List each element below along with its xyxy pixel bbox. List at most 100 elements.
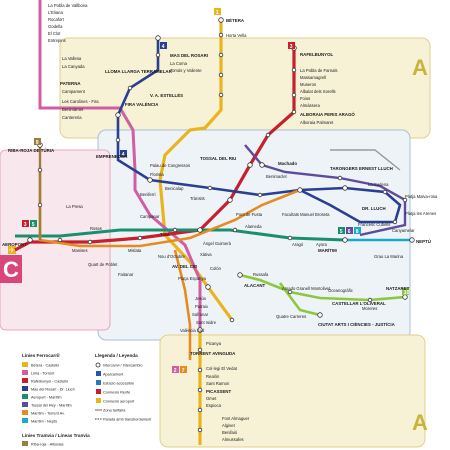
svg-text:3: 3 [24,222,27,228]
label-tl-3: Godella [48,24,63,29]
line-4-blue [116,38,402,224]
label-mid-canyamelar: Canyamelar [392,228,415,233]
zone-c-area [0,149,111,331]
label-mid-moreres: Moreres [362,306,377,311]
line-badges: 1 3 4 9 3 5 5 6 8 10 2 7 4 [22,8,410,374]
label-paterna: PATERNA [60,81,81,86]
line-6-purple [244,144,407,237]
label-mid-oceanografic: Oceanogràfic [328,288,353,293]
legend-lines-title: Línies Ferrocarril [22,353,60,358]
label-fira: FIRA VALÈNCIA [125,102,159,107]
airport-icon: ✈ [9,247,15,255]
label-mid-beniferri: Beniferri [140,192,156,197]
label-machado: Machado [278,161,297,166]
label-bottom-9: Alginet [222,423,236,428]
label-tl-9: Campament [62,89,86,94]
label-castellar: CASTELLAR L'OLIVERAL [332,301,386,306]
label-north-0: La Pobla de Farnals [300,68,337,73]
label-mid-alameda: Alameda [245,224,262,229]
zone-a-top-label: A [412,55,428,80]
legend-tram-title: Línies Tramvia / Líneas Tranvía [22,433,90,438]
label-torrent: TORRENT AVINGUDA [190,351,236,356]
legend-item-6: Parada amb transbordament [103,418,152,422]
label-alacant: ALACANT [244,283,266,288]
svg-text:7: 7 [182,368,185,374]
svg-text:4: 4 [122,152,125,158]
legend-item-4: Connexió aeroport [103,400,135,404]
svg-text:9: 9 [36,140,39,146]
label-mid-facultats: Facultats Manuel Broseta [282,212,330,217]
label-tl-5: Entrepins [48,38,66,43]
label-tl-7: La Canyada [62,64,85,69]
line-10-lime [239,273,406,302]
label-mid-nou-octubre: Nou d'Octubre [158,254,186,259]
label-colon: Colón [210,266,222,271]
label-angel: Àngel Guimerà [203,241,232,246]
label-emprendedor: EMPRENEDOR [96,154,128,159]
label-mid-platja-arenes: Platja les Arenes [405,211,436,216]
label-tarongers: TARONGERS ERNEST LLUCH [330,166,393,171]
label-mid-florista: Florista [150,172,164,177]
label-mid-platja-malva: Platja Malva-rosa [405,194,438,199]
label-mid-sant-isidre: Sant Isidre [196,320,217,325]
label-bottom-11: Almussafes [222,437,244,442]
zone-a-bottom-area [159,334,426,448]
label-bottom-10: Benifaió [222,430,238,435]
label-mid-transits: Trànsits [190,196,205,201]
legend-line-7: Marítim - Torrent Av. [31,412,65,416]
label-mid-mislata: Mislata [128,248,142,253]
label-betera: BÉTERA [226,18,245,23]
label-tl-10: Les Carolines - Fira [62,99,99,104]
label-mid-arago: Aragó [292,242,304,247]
label-ciutat-arts: CIUTAT ARTS I CIÈNCIES - JUSTÍCIA [318,322,396,327]
station-dots [27,17,415,433]
line-7-orange [38,170,301,248]
svg-text:3: 3 [290,44,293,50]
legend-item-3: Connexió Renfe [103,391,130,395]
label-mid-patraix: Patraix [195,304,209,309]
label-north-1: Massamagrell [300,75,326,80]
line-7-south [173,249,192,360]
legend-line-1: Bétera - Castelló [31,364,59,368]
legend-item-5: Zona tarifària [103,409,126,413]
legend-item-0: Intercanvi / Intercambio [103,364,142,368]
label-tl-11: Benimàmet [62,107,84,112]
label-mid-russafa: Russafa [253,272,269,277]
label-mid-grau: Grau La Marina [374,254,404,259]
svg-text:6: 6 [348,229,351,235]
label-valencia-sud: València Sud [180,328,205,333]
legend-line-4: Mas del Rosari - Dr. Lluch [31,388,75,392]
label-north-7: ALBORAIA PERIS ARAGÓ [300,112,355,117]
label-mid-quatre: Quatre Carreres [276,314,306,319]
label-maritim: MARÍTIM [318,248,337,253]
legend-title: Llegenda / Leyenda [95,353,138,358]
svg-text:2: 2 [174,368,177,374]
zone-c-label: C [3,257,19,282]
label-mid-amado: Amado Granell Montolivet [282,286,331,291]
svg-text:5: 5 [32,222,35,228]
label-north-4: Foios [300,96,310,101]
legend-line-2: Llíria - Torrent [31,372,55,376]
label-mid-manises: Manises [72,248,88,253]
label-mid-quart: Quart de Poblet [88,262,118,267]
label-bottom-0: Picanya [206,341,222,346]
label-mid-la-cadena: La Cadena [368,182,389,187]
label-tl-0: La Pobla de Vallbona [48,3,88,8]
label-bottom-5: PICASSENT [206,389,231,394]
label-mid-roses: Roses [90,226,102,231]
label-tl-12: Cantereria [62,115,82,120]
label-tossal: TOSSAL DEL RIU [200,156,236,161]
legend-line-3: Rafelbunyol - Castelló [31,380,68,384]
label-mid-turia: Túria [160,232,170,237]
label-mid-jesus: Jesús [195,296,206,301]
label-tl-1: L'Eliana [48,10,63,15]
legend-item-1: Aparcament [103,373,124,377]
label-mid-francesc: Francesc Cubells [358,222,390,227]
label-tl-4: El Clot [48,31,61,36]
svg-text:5: 5 [340,229,343,235]
zone-c-box [0,255,22,283]
zone-a-top-area [59,37,431,139]
svg-text:8: 8 [356,229,359,235]
